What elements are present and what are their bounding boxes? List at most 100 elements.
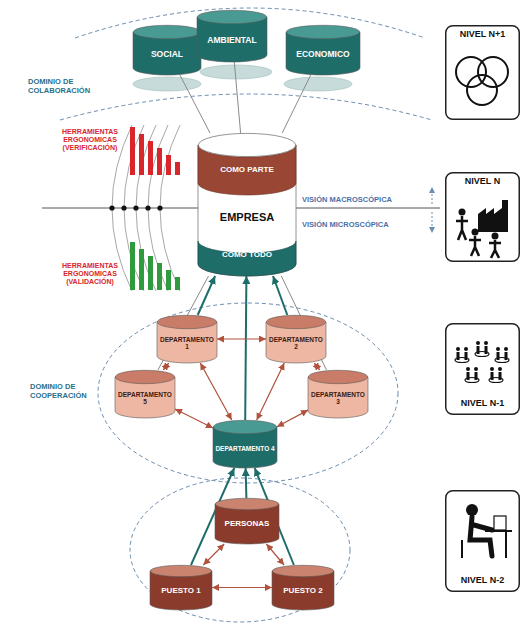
red-bar (139, 134, 144, 175)
level-border (446, 491, 520, 592)
connector (282, 75, 311, 133)
department-cylinder: DEPARTAMENTO 2 (266, 315, 326, 363)
whole-label: COMO TODO (222, 251, 272, 260)
green-bar (166, 270, 171, 290)
person-icon (456, 216, 468, 240)
person-head (474, 367, 478, 371)
venn-circle (467, 75, 497, 105)
level-label: NIVEL N (465, 177, 500, 187)
level-frame (445, 25, 520, 120)
label-area: DEPARTAMENTO 3 (308, 382, 368, 415)
shadow-ellipse (284, 77, 352, 91)
cylinder-label: SOCIAL (151, 50, 183, 59)
cylinder-top (198, 133, 295, 156)
green-bar (148, 256, 153, 290)
workplace-ellipse (130, 478, 350, 622)
cylinder-label: PUESTO 2 (283, 587, 322, 596)
impact-cylinder: ECONOMICO (286, 25, 360, 75)
department-cylinder: DEPARTAMENTO 3 (308, 370, 368, 418)
red-bar (175, 162, 180, 175)
cylinder-label: PERSONAS (225, 520, 270, 529)
person-head (464, 347, 468, 351)
cylinder-top (115, 370, 174, 383)
annotation-label: DOMINIO DE COLABORACIÓN (28, 78, 102, 95)
person-head (456, 347, 460, 351)
level-label: NIVEL N-2 (461, 576, 504, 586)
factory-icon (478, 200, 508, 232)
workplace-cylinder: PERSONAS (215, 498, 279, 544)
cylinder-shape (213, 420, 277, 468)
department-cylinder: DEPARTAMENTO 5 (115, 370, 175, 418)
label-area: NIVEL N-2 (445, 576, 520, 586)
cylinder-top (308, 370, 367, 383)
person-head (496, 347, 500, 351)
cylinder-top (286, 25, 359, 38)
cylinder-label: DEPARTAMENTO 3 (310, 391, 366, 405)
workplace-cylinder: PUESTO 1 (150, 565, 212, 610)
cylinder-label: DEPARTAMENTO 1 (159, 336, 215, 350)
connector (180, 75, 210, 133)
person-head (490, 367, 494, 371)
connector (234, 62, 240, 133)
label-area: DEPARTAMENTO 4 (213, 432, 277, 465)
scale-dot (157, 205, 162, 210)
connector (257, 363, 285, 420)
cylinder-top (215, 498, 278, 509)
label-area: COMO TODO (198, 245, 296, 265)
cylinder-top (150, 565, 211, 576)
person-head (492, 233, 499, 240)
screen-icon (494, 516, 506, 530)
level-label: NIVEL N+1 (460, 30, 506, 40)
connector (198, 276, 215, 315)
cylinder-label: DEPARTAMENTO 5 (117, 391, 173, 405)
person-head (476, 341, 480, 345)
connector (163, 363, 168, 370)
green-bar (175, 277, 180, 290)
label-area: DEPARTAMENTO 5 (115, 382, 175, 415)
scale-dot (109, 205, 114, 210)
part-label: COMO PARTE (220, 166, 274, 175)
worker-head (466, 504, 478, 516)
annotation-label: HERRAMIENTAS ERGONOMICAS (VERIFICACIÓN) (55, 128, 125, 152)
person-head (459, 209, 466, 216)
worker-icon (470, 517, 492, 556)
view-arrow (432, 212, 433, 228)
annotation-label: HERRAMIENTAS ERGONOMICAS (VALIDACIÓN) (55, 262, 125, 286)
connector (273, 276, 287, 315)
label-area: PERSONAS (215, 508, 279, 541)
red-bar (130, 127, 135, 175)
cylinder-top (157, 315, 216, 328)
person-icon (489, 240, 501, 258)
person-icon (469, 236, 481, 256)
annotation-label: VISIÓN MICROSCÓPICA (302, 221, 422, 230)
level-box: NIVEL N+1 (445, 25, 520, 120)
view-arrowhead (429, 227, 435, 233)
level-border (446, 173, 520, 262)
label-area: NIVEL N-1 (445, 399, 520, 409)
connector (314, 363, 319, 370)
connector (245, 276, 246, 420)
level-box: NIVEL N-1 (445, 323, 520, 415)
red-bar (157, 148, 162, 175)
person-head (504, 347, 508, 351)
level-box: NIVEL N-2 (445, 490, 520, 592)
whole-band (198, 241, 296, 276)
annotation-label: DOMINIO DE COOPERACIÓN (30, 383, 104, 400)
company-cylinder: COMO PARTE EMPRESA COMO TODO (198, 133, 296, 276)
scale-dot (121, 205, 126, 210)
label-area: ECONOMICO (286, 37, 360, 72)
cylinder-top (266, 315, 325, 328)
connector (245, 468, 248, 498)
workplace-cylinder: PUESTO 2 (272, 565, 334, 610)
company-label: EMPRESA (220, 211, 274, 223)
connector (200, 363, 231, 420)
desk-icon (462, 531, 512, 558)
connector (277, 410, 308, 427)
label-area: EMPRESA (198, 197, 296, 237)
shadow-ellipse (133, 77, 201, 91)
red-bar (148, 141, 153, 175)
level-box: NIVEL N (445, 172, 520, 262)
cylinder-top (272, 565, 333, 576)
green-bar (139, 249, 144, 290)
